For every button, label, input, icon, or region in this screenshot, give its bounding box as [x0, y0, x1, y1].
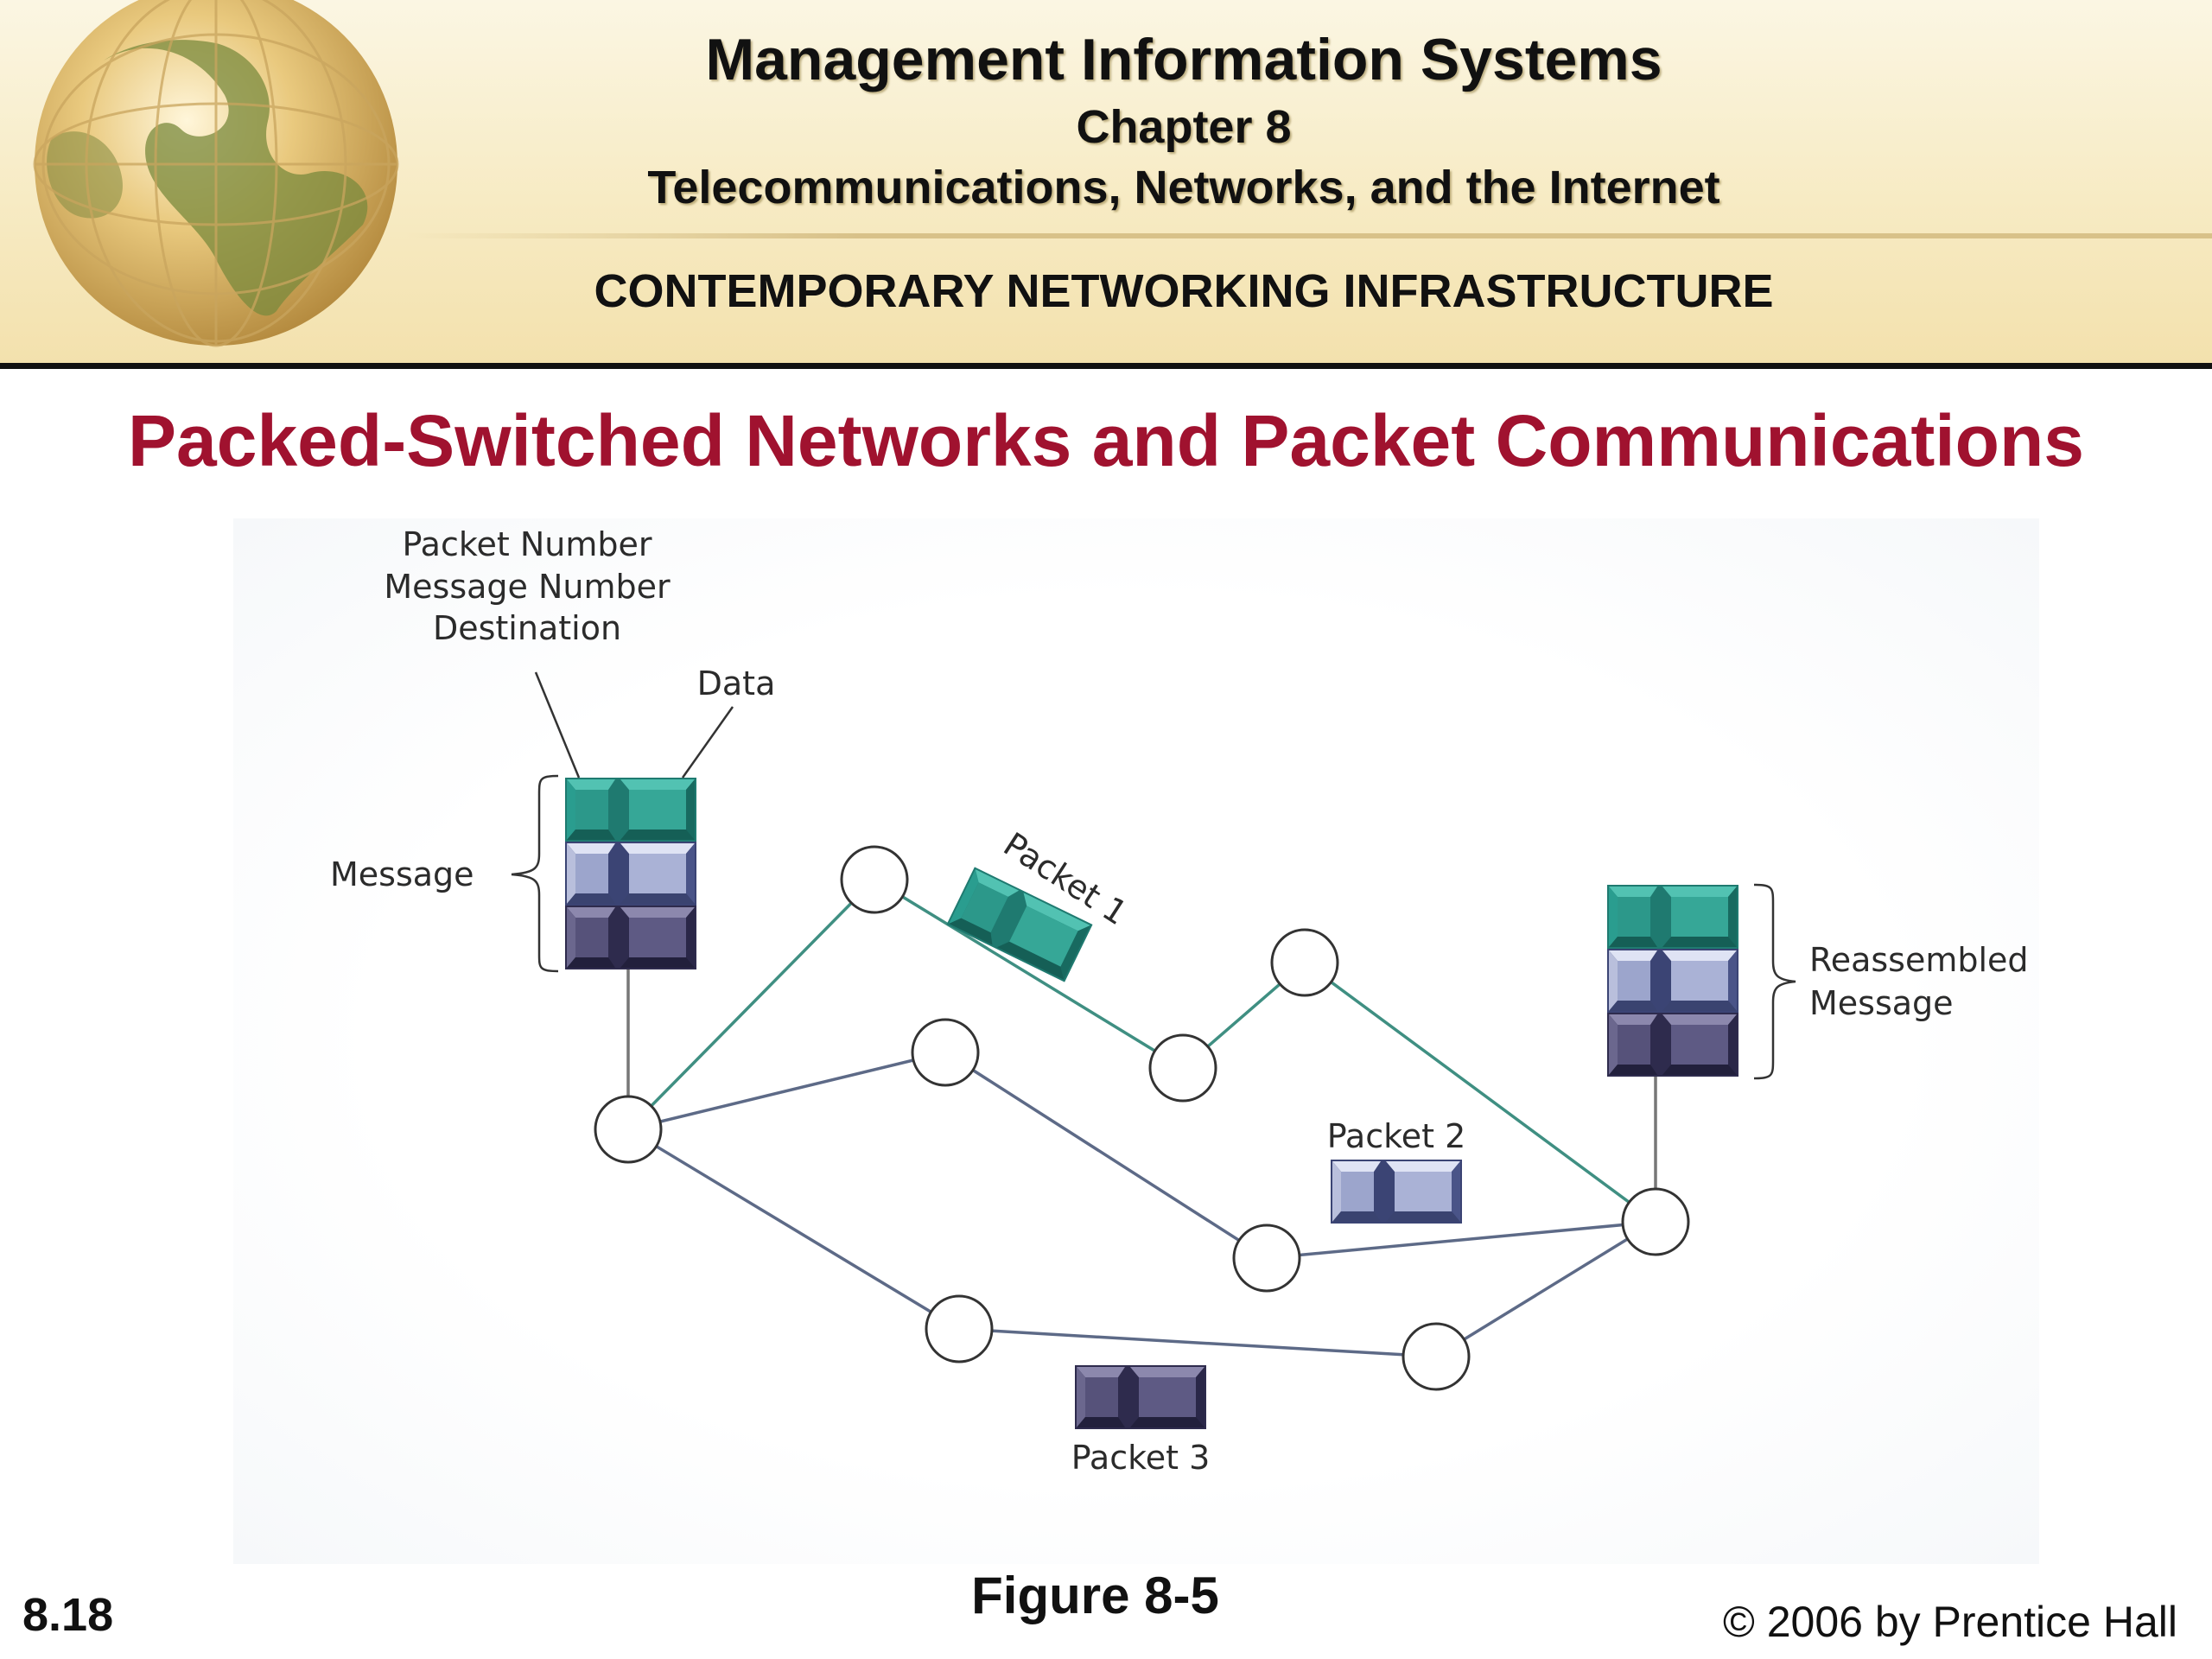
message-brace: [511, 774, 559, 973]
packet-switching-diagram: Packet Number Message Number Destination…: [330, 525, 2029, 1477]
network-node: [1402, 1322, 1471, 1391]
header-leader-line: [534, 671, 581, 779]
network-node: [840, 845, 909, 914]
message-label: Message: [330, 855, 474, 893]
chapter-label: Chapter 8: [1076, 101, 1292, 153]
reassembled-label: Reassembled: [1809, 941, 2029, 979]
reassembled-brace: [1753, 883, 1796, 1080]
network-node: [911, 1018, 980, 1087]
link-f-to-g: [958, 1327, 1437, 1358]
link-e-to-dest: [1266, 1220, 1656, 1260]
header-field-label: Packet Number: [402, 525, 652, 563]
link-source-to-f: [627, 1128, 960, 1331]
copyright-notice: © 2006 by Prentice Hall: [1722, 1598, 2177, 1646]
network-links: [626, 878, 1657, 1358]
data-label: Data: [697, 664, 776, 702]
link-a-to-b: [874, 878, 1184, 1070]
packet-3-label: Packet 3: [1071, 1439, 1211, 1477]
link-g-to-dest: [1435, 1220, 1656, 1358]
packet-2-block: [1331, 1160, 1462, 1224]
network-node: [1232, 1224, 1301, 1293]
course-title: Management Information Systems: [705, 27, 1662, 92]
network-node: [594, 1095, 663, 1164]
link-d-to-e: [944, 1051, 1268, 1260]
slide-title: Packed-Switched Networks and Packet Comm…: [128, 400, 2084, 481]
network-node: [1148, 1033, 1217, 1103]
link-c-to-dest: [1303, 961, 1657, 1224]
reassembled-label: Message: [1809, 984, 1954, 1022]
header-divider: [406, 233, 2212, 238]
packet-3-block: [1075, 1365, 1206, 1429]
message-stack: [565, 778, 696, 969]
header-field-label: Message Number: [384, 568, 671, 606]
figure-caption: Figure 8-5: [971, 1567, 1219, 1624]
slide-number: 8.18: [22, 1589, 114, 1641]
figure-panel: Packet Number Message Number Destination…: [233, 518, 2039, 1564]
network-node: [925, 1294, 994, 1363]
globe-logo: [33, 0, 399, 347]
data-leader-line: [681, 706, 734, 779]
network-node: [1621, 1187, 1690, 1256]
slide-header: Management Information Systems Chapter 8…: [0, 0, 2212, 369]
chapter-subtitle: Telecommunications, Networks, and the In…: [647, 162, 1720, 213]
reassembled-message-stack: [1607, 885, 1738, 1077]
header-field-label: Destination: [433, 609, 621, 647]
network-node: [1270, 928, 1339, 997]
section-heading: CONTEMPORARY NETWORKING INFRASTRUCTURE: [594, 265, 1774, 317]
link-source-to-a: [626, 878, 876, 1131]
packet-2-label: Packet 2: [1327, 1117, 1466, 1155]
link-source-to-d: [627, 1051, 946, 1131]
